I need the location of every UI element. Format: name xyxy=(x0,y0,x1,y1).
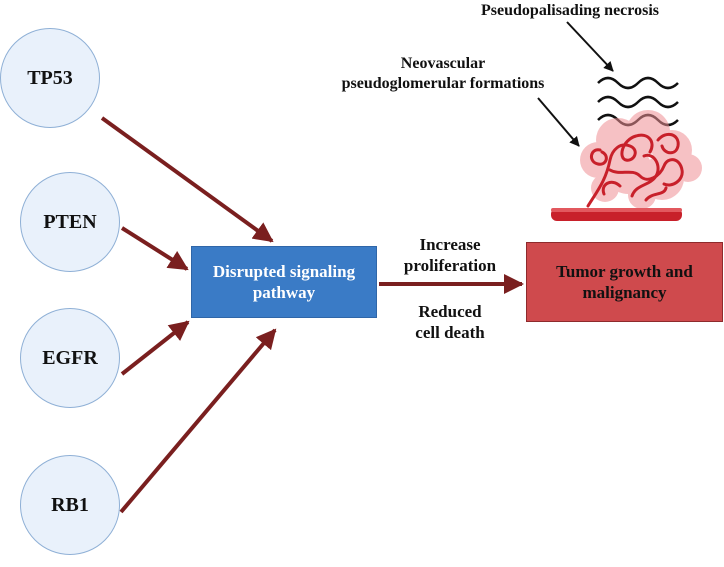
arrow-pten xyxy=(120,226,189,271)
signaling-pathway-box: Disrupted signaling pathway xyxy=(191,246,377,318)
tumor-growth-line2: malignancy xyxy=(582,283,667,302)
arrow-tp53 xyxy=(100,116,274,243)
increase-proliferation-label: Increase proliferation xyxy=(403,235,497,275)
arrow-rb1 xyxy=(119,328,277,514)
arrow-egfr xyxy=(120,320,190,376)
gene-egfr: EGFR xyxy=(20,308,120,408)
tumor-vasculature-icon xyxy=(551,110,702,221)
gene-pten: PTEN xyxy=(20,172,120,272)
neovascular-annotation: Neovascular pseudoglomerular formations xyxy=(341,55,545,92)
tumor-growth-line1: Tumor growth and xyxy=(556,262,693,281)
gene-tp53: TP53 xyxy=(0,28,100,128)
signaling-pathway-line2: pathway xyxy=(252,283,316,302)
gene-rb1: RB1 xyxy=(20,455,120,555)
arrow-necrosis-pointer xyxy=(566,21,614,72)
arrow-neovascular-pointer xyxy=(537,97,580,147)
necrosis-annotation: Pseudopalisading necrosis xyxy=(481,2,659,19)
tumor-growth-box: Tumor growth and malignancy xyxy=(526,242,723,322)
signaling-pathway-line1: Disrupted signaling xyxy=(212,262,356,281)
reduced-cell-death-label: Reduced cell death xyxy=(415,302,485,342)
